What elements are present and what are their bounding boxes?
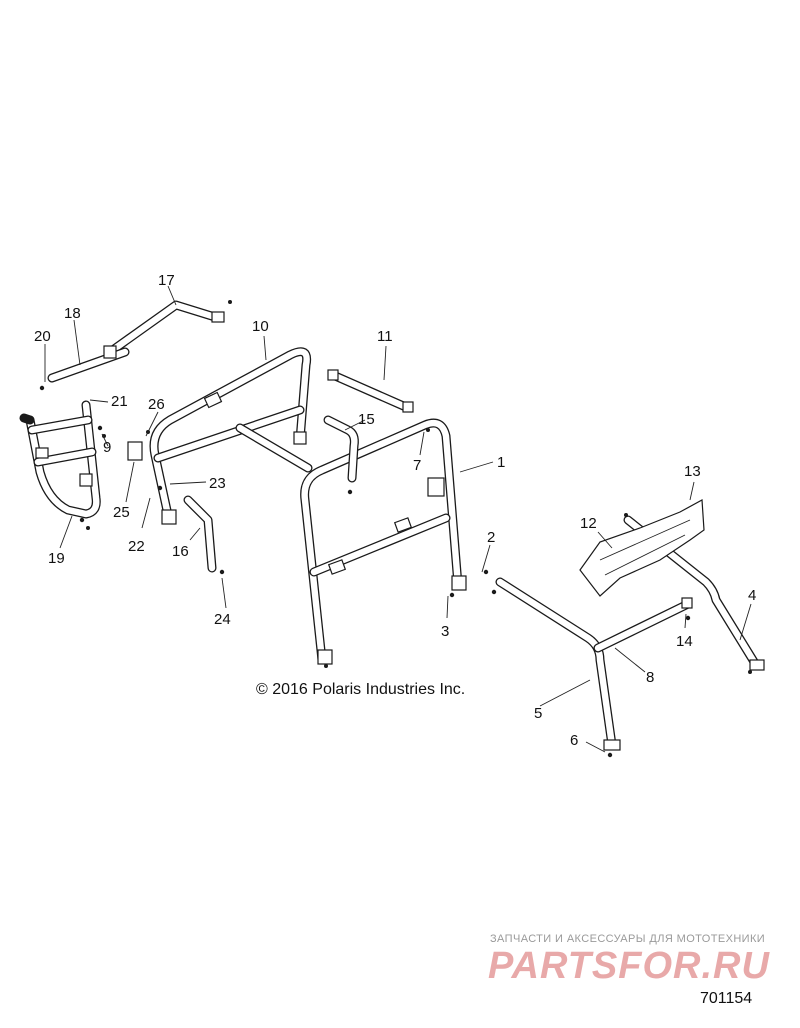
rear-brace (183, 495, 217, 573)
part-label-14: 14 (676, 633, 693, 650)
part-label-2: 2 (487, 529, 495, 546)
front-hoop-frame (149, 347, 312, 525)
center-cross-tube (235, 423, 313, 473)
part-label-24: 24 (214, 611, 231, 628)
part-label-11: 11 (377, 328, 393, 345)
part-label-19: 19 (48, 550, 65, 567)
side-frame (19, 400, 101, 519)
mid-brace (323, 415, 359, 483)
leader-lines (44, 285, 752, 753)
part-label-25: 25 (113, 504, 130, 521)
part-label-16: 16 (172, 543, 189, 560)
rear-frame (495, 577, 693, 751)
part-label-13: 13 (684, 463, 701, 480)
part-label-12: 12 (580, 515, 597, 532)
part-label-1: 1 (497, 454, 505, 471)
part-label-22: 22 (128, 538, 145, 555)
part-label-26: 26 (148, 396, 165, 413)
part-label-6: 6 (570, 732, 578, 749)
part-label-10: 10 (252, 318, 269, 335)
upper-crossbar (327, 369, 414, 413)
part-label-20: 20 (34, 328, 51, 345)
diagram-id: 701154 (700, 990, 753, 1007)
mount-plate (127, 441, 143, 461)
rear-panel (579, 499, 705, 597)
part-label-9: 9 (103, 439, 111, 456)
main-hoop-frame (300, 418, 467, 665)
part-label-23: 23 (209, 475, 226, 492)
part-label-8: 8 (646, 669, 654, 686)
part-label-4: 4 (748, 587, 756, 604)
part-label-21: 21 (111, 393, 128, 410)
part-label-3: 3 (441, 623, 449, 640)
watermark-tagline: ЗАПЧАСТИ И АКСЕССУАРЫ ДЛЯ МОТОТЕХНИКИ (490, 933, 766, 945)
part-label-15: 15 (358, 411, 375, 428)
part-labels: 1 2 3 4 5 6 7 8 9 10 11 12 13 14 15 16 1… (34, 272, 756, 749)
part-label-5: 5 (534, 705, 542, 722)
part-label-7: 7 (413, 457, 421, 474)
part-label-17: 17 (158, 272, 175, 289)
rear-upright (623, 515, 765, 671)
part-label-18: 18 (64, 305, 81, 322)
copyright-notice: © 2016 Polaris Industries Inc. (256, 681, 466, 698)
watermark-logo: PARTSFOR.RU (488, 945, 770, 987)
